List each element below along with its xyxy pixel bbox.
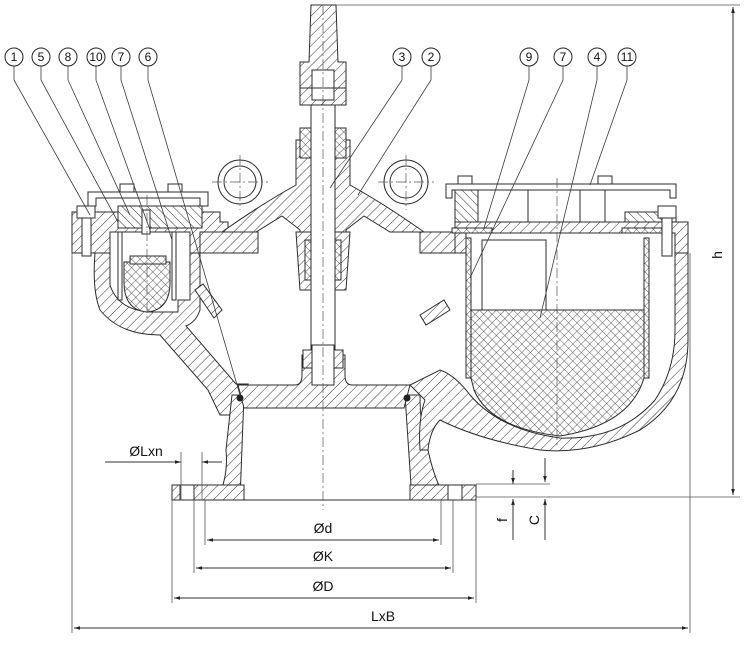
- body-flange-center-left: [199, 231, 259, 254]
- balloon-label: 11: [621, 50, 634, 64]
- baffle-right: [419, 299, 451, 326]
- cover-plate-body: [477, 189, 529, 223]
- small-float-cage-right: [171, 231, 177, 301]
- packing-left: [299, 127, 312, 159]
- bolt-head-right: [657, 205, 677, 219]
- large-float-ball: [470, 309, 645, 437]
- callout-7-right: 7: [469, 47, 573, 279]
- dim-k-label: ØK: [313, 548, 334, 564]
- callout-2: 2: [357, 47, 441, 196]
- gasket-right: [621, 227, 663, 234]
- small-float-assembly: [76, 183, 209, 313]
- bonnet: [220, 139, 312, 291]
- dimensions: h f C ØLxn Ød ØK ØD LxB: [71, 4, 740, 633]
- large-cover: [445, 183, 677, 199]
- balloon-label: 1: [11, 50, 18, 64]
- callout-11: 11: [589, 47, 637, 186]
- dim-lxb-label: LxB: [371, 608, 395, 624]
- balloon-label: 7: [118, 50, 125, 64]
- callout-7-left: 7: [111, 47, 173, 241]
- cage-wall-left: [465, 237, 472, 379]
- cover-bolt-1: [119, 183, 135, 193]
- callout-4: 4: [539, 47, 607, 319]
- balloon-label: 5: [38, 50, 45, 64]
- callout-8: 8: [58, 47, 131, 216]
- bolt-shank-left: [81, 217, 92, 257]
- callout-6: 6: [138, 47, 241, 396]
- right-chamber-bowl: [409, 252, 689, 452]
- cage-wall-right: [643, 237, 650, 379]
- large-float-assembly: [445, 175, 677, 437]
- guide-bush-left: [304, 239, 312, 281]
- seal-right: [403, 394, 411, 402]
- flange-bolt-hole-right: [447, 484, 463, 501]
- cover-bolt-2: [167, 183, 183, 193]
- balloon-label: 3: [399, 50, 406, 64]
- balloon-label: 7: [560, 50, 567, 64]
- balloon-label: 10: [89, 50, 103, 64]
- valve-body: [71, 211, 689, 501]
- body-flange-center-right: [419, 231, 461, 254]
- center-screw: [141, 209, 151, 235]
- bolt-shank-right: [661, 217, 673, 257]
- dim-D-label: ØD: [313, 578, 334, 594]
- flange-bolt-hole-left: [179, 484, 195, 501]
- callout-1: 1: [4, 47, 91, 216]
- dim-h-label: h: [709, 251, 725, 259]
- gasket-left: [451, 227, 493, 234]
- balloon-label: 2: [428, 50, 435, 64]
- float-guide-box: [481, 239, 547, 311]
- balloon-label: 8: [65, 50, 72, 64]
- cover-bolt-3: [457, 175, 473, 185]
- callout-3: 3: [329, 47, 412, 189]
- bonnet-right: [334, 139, 426, 291]
- dim-d-label: Ød: [314, 520, 333, 536]
- callout-9: 9: [483, 47, 539, 229]
- seal-left: [236, 394, 244, 402]
- dim-f-label: f: [494, 518, 510, 522]
- callout-10: 10: [86, 47, 151, 231]
- balloon-label: 9: [526, 50, 533, 64]
- bottom-flange-right: [409, 484, 477, 501]
- guide-bush-right: [334, 239, 342, 281]
- cover-bolt-4: [597, 175, 613, 185]
- left-chamber-wall: [93, 252, 249, 416]
- small-cover: [87, 191, 209, 207]
- packing-right: [334, 127, 347, 159]
- large-cover-flange-left: [454, 189, 479, 223]
- small-float-cage-left: [117, 231, 123, 301]
- small-cover-body: [117, 205, 203, 229]
- small-float-top: [129, 255, 167, 265]
- balloon-label: 4: [594, 50, 601, 64]
- callout-5: 5: [31, 47, 119, 223]
- part-callouts: 1 5 8 10 7 6 3: [4, 47, 637, 396]
- dim-lxn-label: ØLxn: [129, 443, 162, 459]
- balloon-label: 6: [145, 50, 152, 64]
- dim-c-label: C: [526, 515, 542, 525]
- cover-plate-rib: [579, 189, 606, 223]
